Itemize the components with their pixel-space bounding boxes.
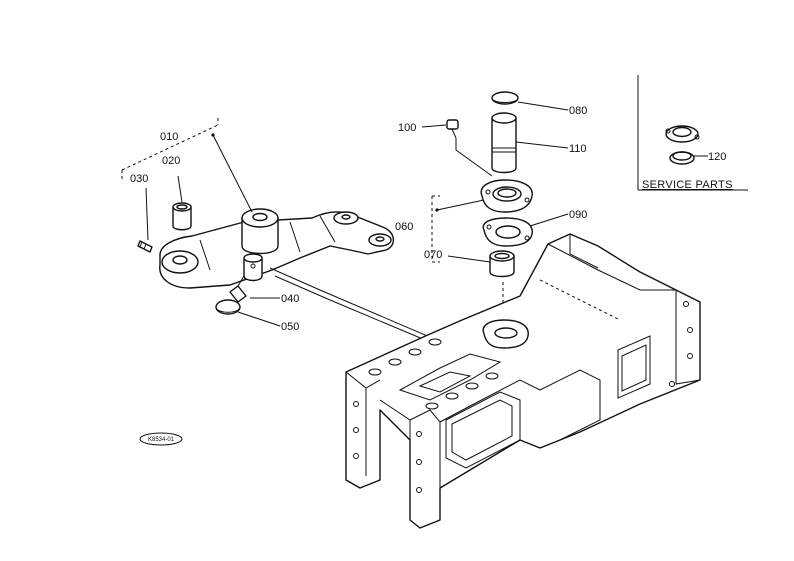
callout-010: 010 <box>160 131 178 143</box>
callout-050: 050 <box>281 321 299 333</box>
callout-100: 100 <box>398 122 416 134</box>
callout-090: 090 <box>569 209 587 221</box>
callout-110: 110 <box>569 143 587 155</box>
callout-030: 030 <box>130 173 148 185</box>
service-part-ring <box>669 151 695 165</box>
lever-arm <box>159 208 395 289</box>
service-part-flange <box>665 125 700 143</box>
transmission-housing <box>345 233 701 529</box>
callout-080: 080 <box>569 105 587 117</box>
drawing-code-stamp: K8534-01 <box>139 432 183 446</box>
service-parts-title: SERVICE PARTS <box>642 179 733 191</box>
bracket-060 <box>431 195 440 263</box>
cap-080 <box>491 91 519 105</box>
callout-070: 070 <box>424 249 442 261</box>
bolt-040 <box>229 275 247 303</box>
service-parts-box: 120 SERVICE PARTS <box>637 75 748 191</box>
washer-050 <box>215 299 241 315</box>
bushing-020 <box>172 202 192 231</box>
callout-040: 040 <box>281 293 299 305</box>
callout-020: 020 <box>162 155 180 167</box>
drawing-code: K8534-01 <box>148 437 175 443</box>
arm-assembly-bracket <box>121 118 219 180</box>
bolt-100 <box>446 119 459 139</box>
shaft-110 <box>491 112 517 174</box>
callout-120: 120 <box>708 151 726 163</box>
grease-fitting-030 <box>137 240 153 253</box>
flange-060 <box>480 179 533 213</box>
bushing-070 <box>489 250 515 278</box>
callout-060: 060 <box>395 221 413 233</box>
gasket-090 <box>482 217 533 247</box>
